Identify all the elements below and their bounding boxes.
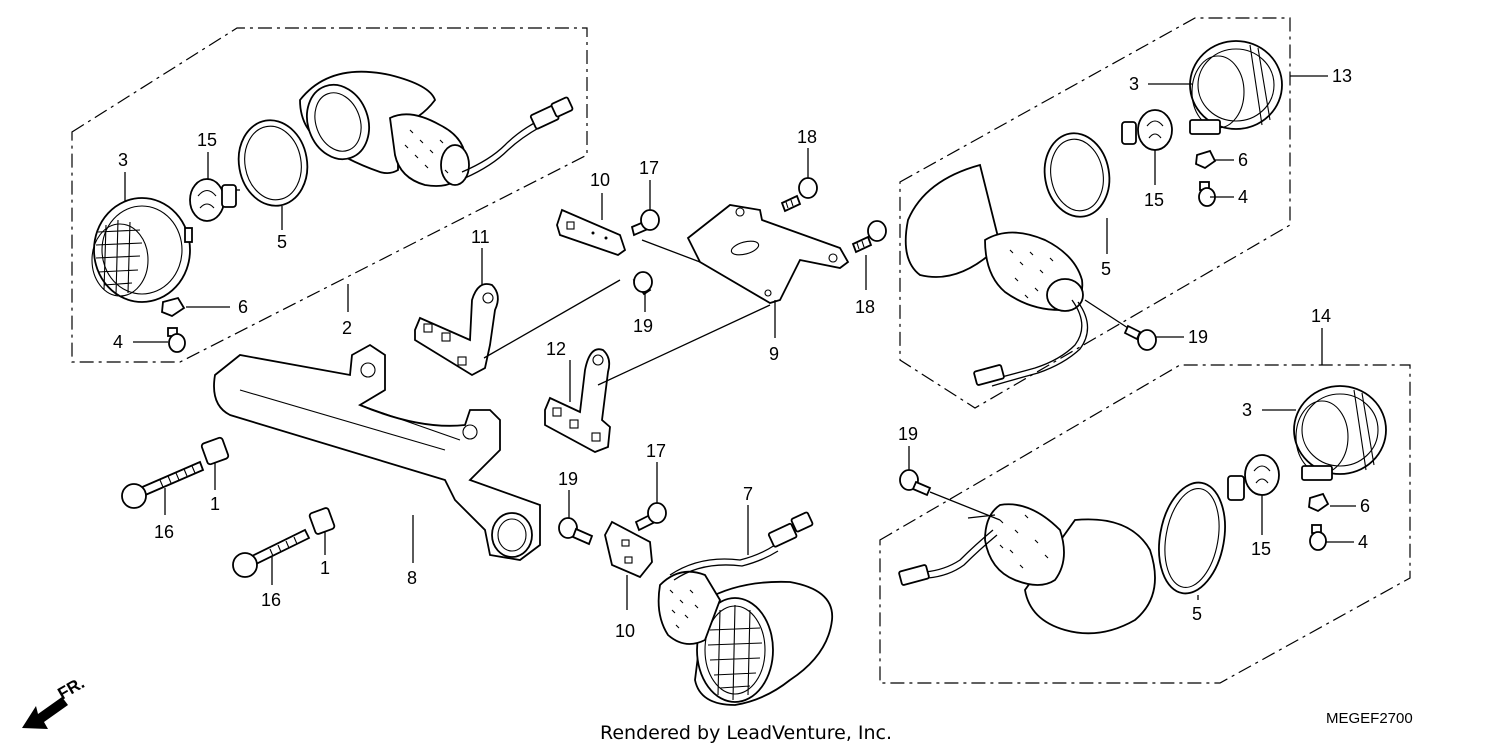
callout-1-upper: 1 [210, 494, 220, 514]
lens-3-right-rear [1293, 385, 1387, 481]
winker-housing-left-front [299, 70, 574, 187]
render-credit: Rendered by LeadVenture, Inc. [600, 722, 892, 744]
callout-6-right-front: 6 [1238, 150, 1248, 170]
gasket-5-right-front [1043, 132, 1111, 218]
callout-labels: 3 15 5 6 4 2 11 10 17 19 18 18 9 12 1 16… [113, 66, 1370, 641]
gasket-5-right-rear [1158, 481, 1226, 595]
callout-17-lower: 17 [646, 441, 666, 461]
bolt-16-lower [232, 528, 311, 578]
callout-12: 12 [546, 339, 566, 359]
gasket-5-left [237, 119, 309, 207]
callout-16-upper: 16 [154, 522, 174, 542]
nut-6-right-front [1195, 149, 1217, 170]
callout-4-right-rear: 4 [1358, 532, 1368, 552]
screw-4-right-rear [1309, 524, 1327, 551]
callout-19-lower: 19 [558, 469, 578, 489]
collar-1-upper [200, 436, 230, 466]
bolt-16-upper [121, 460, 205, 509]
screw-19-upper [632, 271, 653, 296]
callout-19-right-rear: 19 [898, 424, 918, 444]
leader-lines [124, 75, 1356, 610]
nut-6-left [161, 296, 186, 318]
callout-3-right-rear: 3 [1242, 400, 1252, 420]
screw-18-lower [851, 220, 887, 254]
callout-5-right-front: 5 [1101, 259, 1111, 279]
winker-housing-right-rear [898, 503, 1156, 635]
screw-19-right-front [1123, 324, 1157, 351]
callout-17-upper: 17 [639, 158, 659, 178]
winker-housing-right-front [904, 163, 1089, 387]
callout-4-right-front: 4 [1238, 187, 1248, 207]
callout-18-lower: 18 [855, 297, 875, 317]
screw-4-right-front [1198, 181, 1216, 207]
screw-4-left [167, 327, 186, 353]
bulb-15-left [189, 178, 240, 222]
front-direction-arrow: FR. [22, 673, 88, 729]
group-outline-right-rear [879, 364, 1411, 684]
group-outline-right-front [899, 17, 1291, 409]
callout-15-left: 15 [197, 130, 217, 150]
bulb-15-right-rear [1227, 454, 1280, 501]
bracket-10-lower [604, 520, 653, 579]
group-outline-left-front [71, 27, 588, 363]
callout-15-right-front: 15 [1144, 190, 1164, 210]
callout-9: 9 [769, 344, 779, 364]
bracket-10-upper [556, 208, 627, 257]
screw-19-right-rear [899, 469, 932, 497]
diagram-code: MEGEF2700 [1326, 710, 1413, 727]
callout-10-lower: 10 [615, 621, 635, 641]
callout-14: 14 [1311, 306, 1331, 326]
callout-16-lower: 16 [261, 590, 281, 610]
nut-6-right-rear [1308, 492, 1330, 513]
callout-19-upper: 19 [633, 316, 653, 336]
screw-17-lower [634, 502, 667, 532]
callout-4-left: 4 [113, 332, 123, 352]
screw-19-lower [558, 517, 594, 546]
callout-5-left: 5 [277, 232, 287, 252]
callout-10-upper: 10 [590, 170, 610, 190]
bracket-11 [414, 283, 499, 377]
mount-bar-8 [213, 343, 541, 561]
callout-3-right-front: 3 [1129, 74, 1139, 94]
collar-1-lower [308, 507, 336, 535]
callout-19-right-front: 19 [1188, 327, 1208, 347]
callout-6-left: 6 [238, 297, 248, 317]
callout-11: 11 [471, 227, 490, 247]
callout-7: 7 [743, 484, 753, 504]
callout-2: 2 [342, 318, 352, 338]
bracket-12 [544, 348, 611, 453]
callout-3-left: 3 [118, 150, 128, 170]
callout-8: 8 [407, 568, 417, 588]
stay-9 [686, 204, 850, 304]
screw-17-upper [630, 209, 660, 237]
winker-assembly-7 [657, 511, 833, 706]
callout-1-lower: 1 [320, 558, 330, 578]
callout-15-right-rear: 15 [1251, 539, 1271, 559]
lens-3-left [91, 197, 193, 303]
screw-18-upper [780, 177, 818, 213]
bulb-15-right-front [1121, 109, 1173, 151]
lens-3-right-front [1189, 40, 1283, 135]
callout-5-right-rear: 5 [1192, 604, 1202, 624]
callout-6-right-rear: 6 [1360, 496, 1370, 516]
callout-13: 13 [1332, 66, 1352, 86]
callout-18-upper: 18 [797, 127, 817, 147]
